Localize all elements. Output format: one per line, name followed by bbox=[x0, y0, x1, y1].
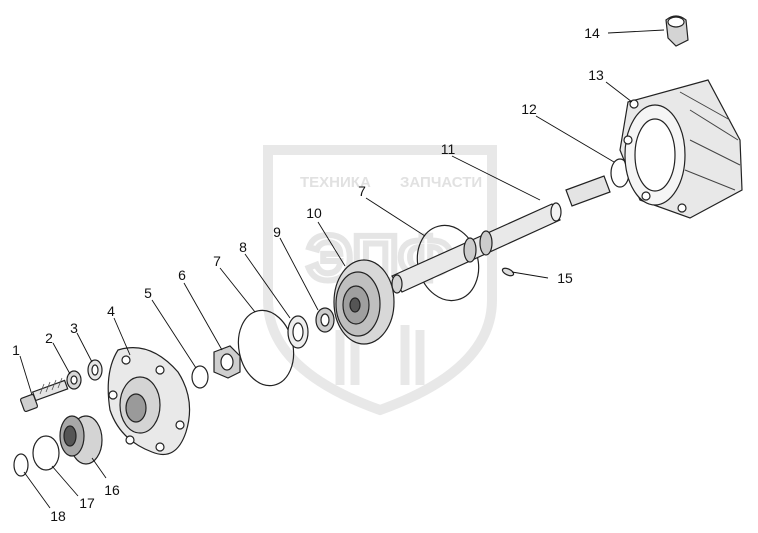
callout-5: 5 bbox=[144, 285, 152, 301]
callout-2: 2 bbox=[45, 330, 53, 346]
watermark-shield-icon bbox=[263, 145, 497, 416]
leader-lines bbox=[19, 29, 665, 509]
callout-15: 15 bbox=[557, 270, 573, 286]
part-10-pulley bbox=[333, 259, 395, 345]
part-11-shaft bbox=[391, 202, 562, 294]
part-9-seal bbox=[315, 307, 335, 333]
callout-8: 8 bbox=[239, 239, 247, 255]
part-17-snap-ring bbox=[32, 435, 60, 471]
part-5-ring bbox=[191, 365, 209, 389]
callout-7-lower: 7 bbox=[213, 253, 221, 269]
watermark-wheat-icon bbox=[335, 325, 425, 385]
part-15-pin bbox=[501, 267, 515, 277]
callout-3: 3 bbox=[70, 320, 78, 336]
watermark-brand-left: ТЕХНИКА bbox=[300, 174, 371, 191]
part-18-snap-ring-small bbox=[13, 453, 29, 477]
callout-10: 10 bbox=[306, 205, 322, 221]
callout-11: 11 bbox=[441, 141, 456, 157]
part-1-bolt bbox=[19, 377, 69, 413]
callout-4: 4 bbox=[107, 303, 115, 319]
part-3-washer bbox=[87, 359, 103, 381]
callout-14: 14 bbox=[584, 25, 600, 41]
callout-16: 16 bbox=[104, 482, 120, 498]
part-13-housing bbox=[619, 79, 743, 219]
part-16-bearing bbox=[59, 415, 103, 465]
callout-17: 17 bbox=[79, 495, 95, 511]
part-8-ring bbox=[287, 315, 309, 349]
callout-7-upper: 7 bbox=[358, 183, 366, 199]
part-6-castle-nut bbox=[213, 345, 241, 379]
part-12-sleeve bbox=[565, 158, 630, 207]
callout-18: 18 bbox=[50, 508, 66, 524]
callout-9: 9 bbox=[273, 224, 281, 240]
callout-13: 13 bbox=[588, 67, 604, 83]
part-14-elbow-fitting bbox=[665, 15, 689, 47]
watermark-brand-right: ЗАПЧАСТИ bbox=[400, 174, 482, 191]
callout-labels: 1 2 3 4 5 6 7 7 8 9 10 11 12 13 14 15 16… bbox=[12, 25, 604, 524]
part-2-nut bbox=[66, 370, 82, 390]
callout-1: 1 bbox=[12, 342, 20, 358]
callout-6: 6 bbox=[178, 267, 186, 283]
part-4-flange bbox=[107, 347, 191, 456]
callout-12: 12 bbox=[521, 101, 537, 117]
